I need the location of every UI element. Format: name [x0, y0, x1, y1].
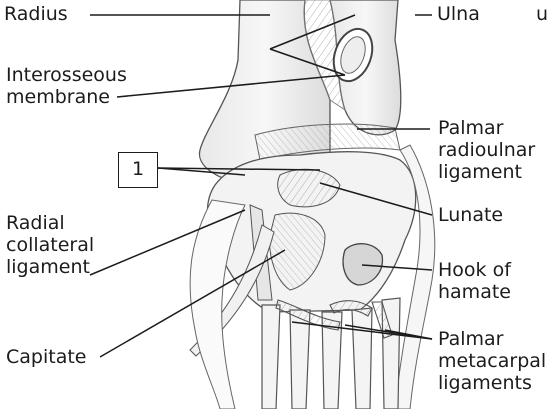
label-hook-hamate-line2: hamate: [438, 281, 511, 303]
label-palmar-metacarpal-ligaments: Palmar metacarpal ligaments: [438, 328, 546, 394]
label-hook-hamate-line1: Hook of: [438, 259, 511, 281]
callout-box-1: 1: [118, 152, 158, 188]
label-radial-collateral-line1: Radial: [6, 212, 94, 234]
label-capitate: Capitate: [6, 346, 86, 368]
label-palmar-metacarpal-line2: metacarpal: [438, 350, 546, 372]
label-edge-fragment: u: [536, 3, 548, 25]
label-ulna: Ulna: [437, 3, 480, 25]
label-interosseous-membrane: Interosseous membrane: [6, 64, 127, 108]
label-radial-collateral-ligament: Radial collateral ligament: [6, 212, 94, 278]
label-hook-of-hamate: Hook of hamate: [438, 259, 511, 303]
label-palmar-radioulnar-line3: ligament: [438, 161, 535, 183]
label-palmar-metacarpal-line3: ligaments: [438, 372, 546, 394]
label-radius: Radius: [4, 3, 68, 25]
label-palmar-radioulnar-ligament: Palmar radioulnar ligament: [438, 117, 535, 183]
label-lunate: Lunate: [438, 204, 503, 226]
label-palmar-metacarpal-line1: Palmar: [438, 328, 546, 350]
label-interosseous-line1: Interosseous: [6, 64, 127, 86]
label-palmar-radioulnar-line1: Palmar: [438, 117, 535, 139]
label-radial-collateral-line3: ligament: [6, 256, 94, 278]
label-palmar-radioulnar-line2: radioulnar: [438, 139, 535, 161]
label-interosseous-line2: membrane: [6, 86, 127, 108]
label-radial-collateral-line2: collateral: [6, 234, 94, 256]
